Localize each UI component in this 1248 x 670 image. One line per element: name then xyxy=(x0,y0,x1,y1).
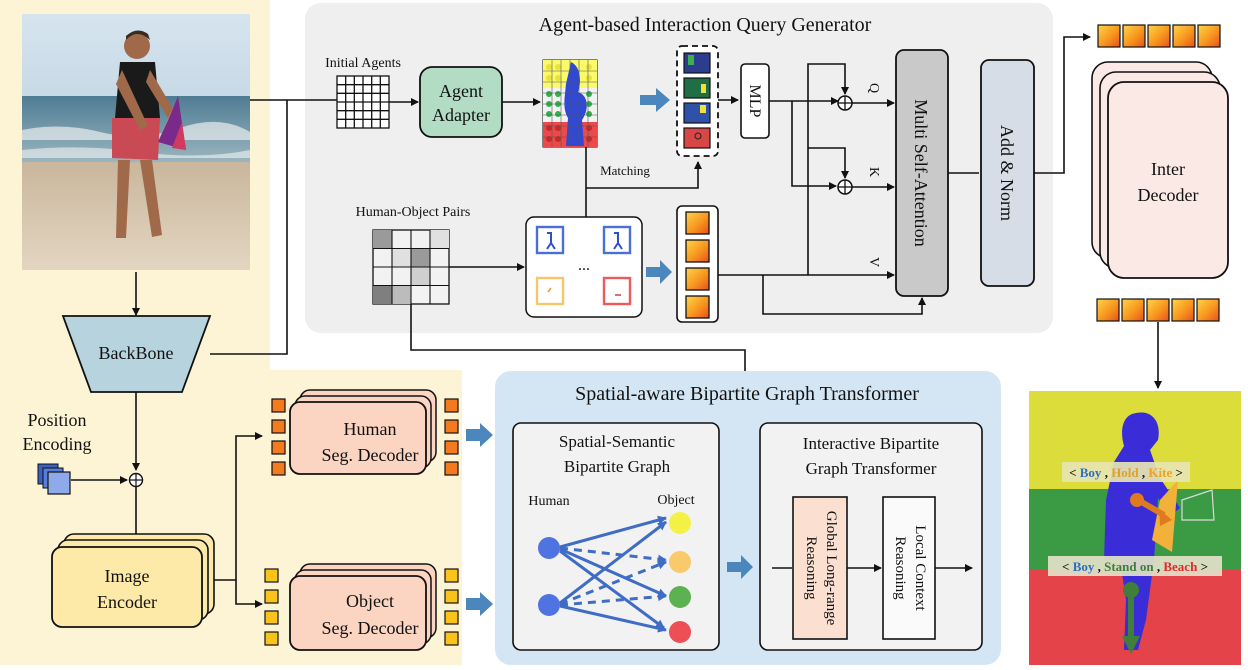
object-node xyxy=(669,586,691,608)
pair-block-arrow xyxy=(646,260,672,284)
spatial-semantic-graph-box xyxy=(512,422,720,651)
human-node xyxy=(538,537,560,559)
position-add-node xyxy=(128,472,144,488)
human-nodes xyxy=(538,537,560,616)
triplet-2-object: Beach xyxy=(1163,559,1198,574)
object-node xyxy=(669,551,691,573)
agent-attention-grid xyxy=(542,59,598,148)
triplet-2-subject: Boy xyxy=(1073,559,1095,574)
inter-decoder-label-2: Decoder xyxy=(1138,185,1199,205)
inter-decoder-block xyxy=(1091,61,1229,279)
output-tokens-top xyxy=(1097,24,1221,48)
image-encoder-label-1: Image xyxy=(105,566,150,586)
output-tokens-bottom xyxy=(1096,298,1220,322)
agent-adapter-block xyxy=(419,66,503,138)
object-nodes-label: Object xyxy=(657,493,694,508)
add-norm-label: Add & Norm xyxy=(997,125,1017,221)
initial-agents-grid xyxy=(336,75,390,129)
ssbg-title-2: Bipartite Graph xyxy=(564,457,671,476)
image-encoder-label-2: Encoder xyxy=(97,592,157,612)
human-seg-decoder-block xyxy=(289,389,437,475)
matching-label: Matching xyxy=(600,163,650,178)
local-reasoning-label-1: Local Context xyxy=(912,525,928,611)
object-query-tokens-right xyxy=(444,568,459,646)
ibgt-title-1: Interactive Bipartite xyxy=(803,434,939,453)
initial-agents-label: Initial Agents xyxy=(325,56,401,71)
agent-adapter-label-1: Agent xyxy=(439,81,483,101)
triplet-2-bg xyxy=(1048,556,1222,576)
pair-ellipsis: ... xyxy=(578,257,590,274)
agent-adapter-label-2: Adapter xyxy=(432,105,490,125)
local-reasoning-label-2: Reasoning xyxy=(892,536,908,600)
triplet-2: < Boy , Stand on , Beach > xyxy=(1062,559,1208,574)
object-node xyxy=(669,621,691,643)
global-reasoning-label-1: Global Long-range xyxy=(823,511,839,626)
backbone-label: BackBone xyxy=(99,343,174,363)
global-reasoning-label-2: Reasoning xyxy=(803,536,819,600)
triplet-1-verb: Hold xyxy=(1111,465,1139,480)
inter-decoder-label-1: Inter xyxy=(1151,159,1185,179)
q-label: Q xyxy=(866,83,881,93)
triplet-1-bg xyxy=(1062,462,1190,482)
triplet-1-object: Kite xyxy=(1148,465,1172,480)
triplet-2-verb: Stand on xyxy=(1104,559,1154,574)
position-encoding-label-1: Position xyxy=(27,410,86,430)
human-object-pairs-matrix xyxy=(372,229,450,305)
global-reasoning-block xyxy=(792,496,848,640)
object-decoder-label-2: Seg. Decoder xyxy=(322,618,419,638)
v-label: V xyxy=(866,257,881,267)
k-add-node xyxy=(837,179,853,195)
bipartite-edges xyxy=(559,515,667,633)
input-image xyxy=(22,14,250,270)
pair-crop-tiles xyxy=(535,225,632,306)
graph-transformer-title: Spatial-aware Bipartite Graph Transforme… xyxy=(575,383,919,405)
multi-self-attention-label: Multi Self-Attention xyxy=(911,99,931,247)
human-node xyxy=(538,594,560,616)
ibgt-title-2: Graph Transformer xyxy=(806,459,937,478)
object-query-tokens-left xyxy=(264,568,279,646)
human-nodes-label: Human xyxy=(528,494,569,509)
object-nodes xyxy=(669,512,691,643)
pair-crops-box xyxy=(525,216,643,318)
human-decoder-label-1: Human xyxy=(344,419,397,439)
triplet-1: < Boy , Hold , Kite > xyxy=(1069,465,1183,480)
object-node xyxy=(669,512,691,534)
pair-tokens-box xyxy=(676,205,719,323)
position-encoding-label-2: Encoding xyxy=(23,434,92,454)
triplet-1-subject: Boy xyxy=(1080,465,1102,480)
matched-agent-tiles xyxy=(683,52,711,149)
pair-feature-tokens xyxy=(685,211,710,319)
position-encoding-icon xyxy=(37,463,71,495)
backbone-block xyxy=(61,315,212,393)
mlp-label: MLP xyxy=(746,85,763,118)
query-generator-title: Agent-based Interaction Query Generator xyxy=(539,14,872,36)
agent-block-arrow xyxy=(640,88,670,112)
k-label: K xyxy=(866,167,881,177)
decoder-to-graph-arrow-top xyxy=(466,423,493,447)
human-object-pairs-label: Human-Object Pairs xyxy=(356,205,471,220)
object-decoder-label-1: Object xyxy=(346,591,394,611)
q-add-node xyxy=(837,95,853,111)
object-seg-decoder-block xyxy=(289,563,437,651)
human-query-tokens-left xyxy=(271,398,286,476)
human-query-tokens-right xyxy=(444,398,459,476)
human-decoder-label-2: Seg. Decoder xyxy=(322,445,419,465)
decoder-to-graph-arrow-bottom xyxy=(466,592,493,616)
graph-block-arrow xyxy=(727,555,753,579)
ssbg-title-1: Spatial-Semantic xyxy=(559,432,676,451)
output-segmentation-image xyxy=(1029,391,1241,665)
image-encoder-block xyxy=(51,533,215,628)
local-reasoning-block xyxy=(882,496,936,640)
